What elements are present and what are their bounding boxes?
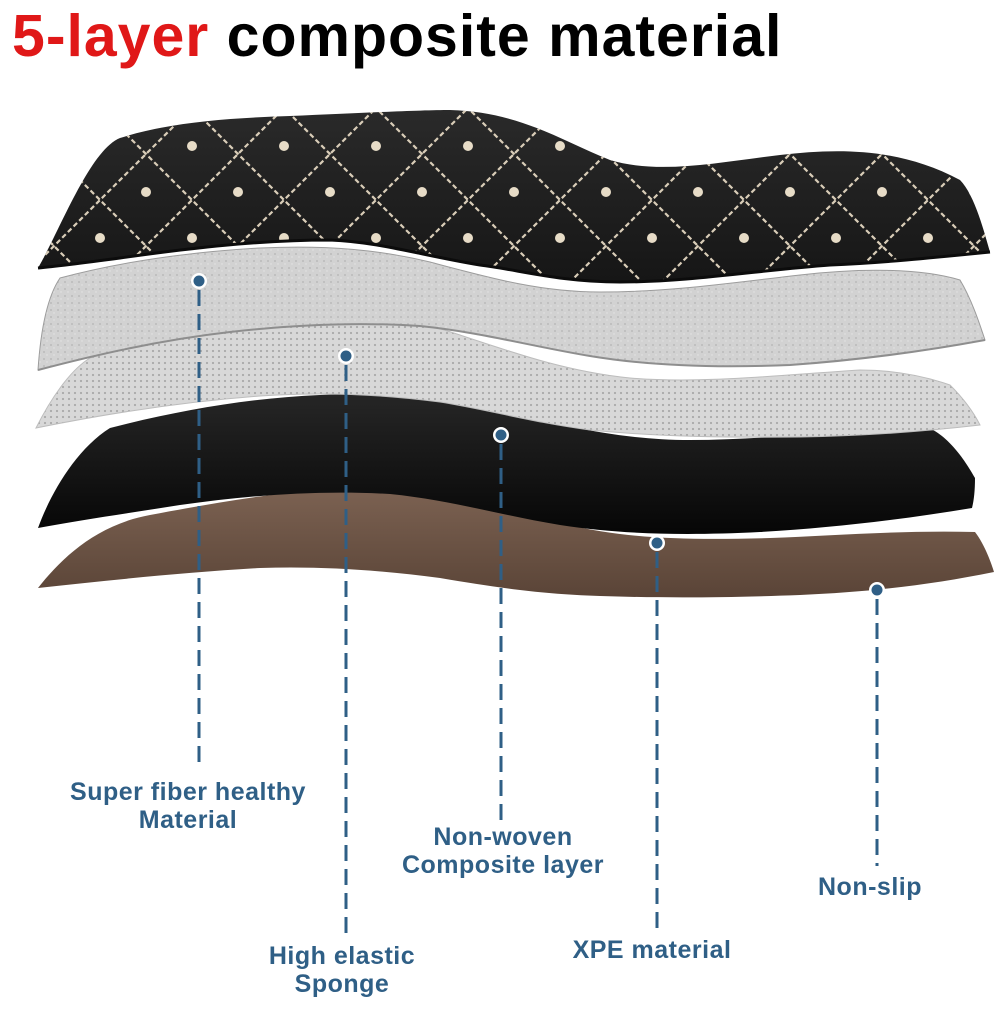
label-super-fiber-line2: Material (138, 806, 238, 834)
stitch-knot (739, 141, 749, 151)
sponge-layer-edge (37, 323, 986, 371)
label-sponge-line1: High elastic (268, 942, 416, 970)
stitch-knot (463, 233, 473, 243)
stitch-knot (739, 233, 749, 243)
stitch-line (367, 110, 569, 282)
stitch-knot (417, 187, 427, 197)
xpe-layer (38, 394, 975, 534)
leader-dot-nonwoven (495, 429, 507, 441)
leader-dot-xpe (651, 537, 663, 549)
stitch-knot (49, 187, 59, 197)
stitch-knot (187, 233, 197, 243)
label-xpe-line1: XPE material (572, 936, 732, 964)
label-nonslip-line1: Non-slip (818, 873, 922, 901)
stitch-knot (233, 187, 243, 197)
stitch-knot (325, 187, 335, 197)
stitch-knot (187, 141, 197, 151)
stitch-knot (923, 141, 933, 151)
super-fiber-edge (37, 238, 991, 284)
stitch-knot (693, 187, 703, 197)
stitch-knot (969, 187, 979, 197)
stitch-knot (279, 141, 289, 151)
stitch-line (38, 110, 201, 282)
stitch-knot (509, 187, 519, 197)
stitch-line (0, 100, 16, 300)
label-sponge: High elastic Sponge (246, 942, 438, 998)
stitch-knot (831, 233, 841, 243)
title-rest: composite material (209, 3, 783, 69)
stitch-line (551, 110, 753, 282)
leader-lines (191, 273, 885, 935)
stitch-knot (141, 187, 151, 197)
stitch-knot (647, 233, 657, 243)
leader-dot-sponge (340, 350, 352, 362)
leader-dot-nonslip (871, 584, 883, 596)
stitch-line (183, 110, 385, 282)
stitch-knot (95, 233, 105, 243)
label-super-fiber-line1: Super fiber healthy (70, 778, 306, 806)
stitch-knot (601, 187, 611, 197)
nonslip-layer (38, 488, 994, 598)
stitch-line (91, 110, 293, 282)
label-nonslip: Non-slip (800, 873, 940, 901)
stitch-knot (877, 187, 887, 197)
label-sponge-line2: Sponge (294, 970, 390, 998)
stitch-line (367, 110, 569, 282)
stitch-knot (95, 141, 105, 151)
stitch-knot (371, 233, 381, 243)
label-nonwoven-line2: Composite layer (401, 851, 604, 879)
stitch-line (459, 110, 661, 282)
label-nonwoven-line1: Non-woven (433, 823, 573, 851)
stitch-knot (555, 233, 565, 243)
stitch-knot (647, 141, 657, 151)
diagram-title: 5-layer composite material (12, 0, 997, 72)
stitch-knot (785, 187, 795, 197)
stitch-line (275, 110, 477, 282)
stitch-knot (371, 141, 381, 151)
leader-dot-super-fiber (193, 275, 205, 287)
stitch-line (0, 100, 16, 300)
stitch-knot (555, 141, 565, 151)
label-xpe: XPE material (552, 936, 752, 964)
stitch-knot (831, 141, 841, 151)
label-super-fiber: Super fiber healthy Material (42, 778, 334, 834)
label-nonwoven: Non-woven Composite layer (372, 823, 634, 879)
title-highlight: 5-layer (12, 3, 210, 69)
stitch-knot (923, 233, 933, 243)
stitch-knot (463, 141, 473, 151)
